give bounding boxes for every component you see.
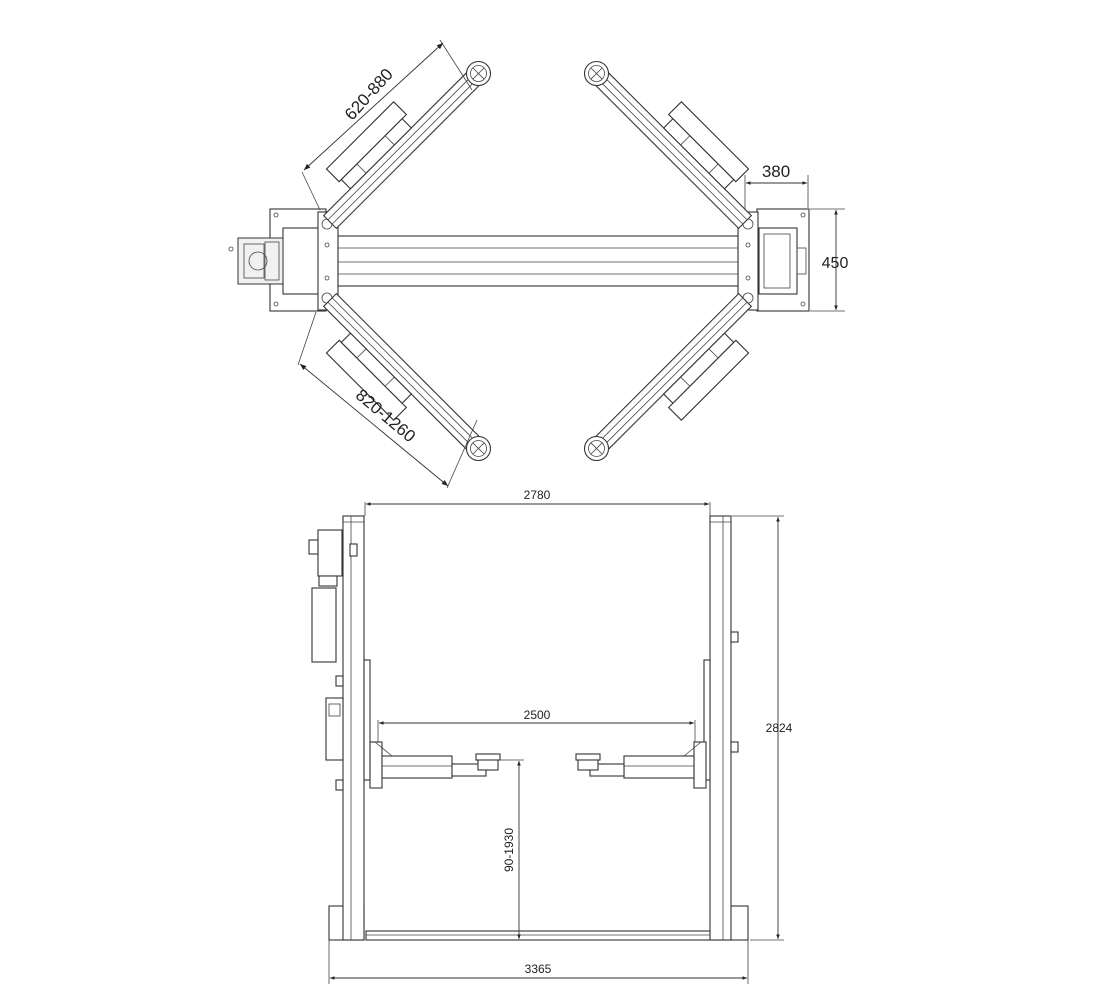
dim-column-depth-label: 450 xyxy=(822,255,849,272)
floor-cover-plate xyxy=(365,930,711,941)
dim-total-width: 3365 xyxy=(328,940,749,984)
right-column-front xyxy=(703,515,739,941)
right-column-top-view xyxy=(737,208,810,312)
top-crossbar xyxy=(337,235,739,287)
dim-total-width-label: 3365 xyxy=(525,962,552,976)
dim-column-width-label: 380 xyxy=(762,162,790,181)
right-carriage-arm xyxy=(575,741,707,789)
front-view: 2780 2500 90-1930 2824 3365 xyxy=(308,488,793,984)
hydraulic-power-unit xyxy=(308,529,344,761)
arm-right-lower xyxy=(583,292,753,462)
arm-left-lower xyxy=(322,292,492,462)
arm-right-upper xyxy=(583,60,753,230)
dim-between-columns: 2780 xyxy=(364,488,711,516)
dim-total-height: 2824 xyxy=(732,515,793,941)
left-column-top-view xyxy=(228,208,339,312)
dim-lift-height-label: 90-1930 xyxy=(502,828,516,872)
dim-arm-span-label: 2500 xyxy=(524,708,551,722)
dim-lift-height: 90-1930 xyxy=(500,759,524,939)
dim-total-height-label: 2824 xyxy=(766,721,793,735)
top-view: 620-880 820-1260 380 450 xyxy=(228,39,849,489)
left-column-front xyxy=(335,515,371,941)
dim-column-depth: 450 xyxy=(810,208,849,312)
dim-column-width: 380 xyxy=(744,162,809,210)
dim-between-columns-label: 2780 xyxy=(524,488,551,502)
arm-left-upper xyxy=(322,60,492,230)
dim-arm-span: 2500 xyxy=(377,708,696,742)
left-carriage-arm xyxy=(369,741,501,789)
